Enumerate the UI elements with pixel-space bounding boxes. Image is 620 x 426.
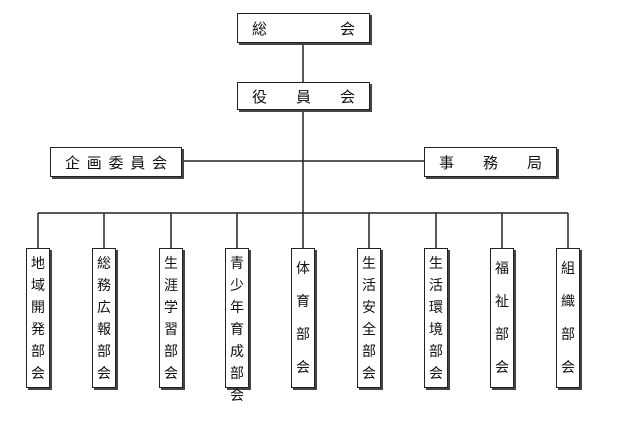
department-label-char: 発: [31, 322, 45, 338]
department-box: 総務広報部会: [92, 248, 116, 388]
department-label-char: 会: [97, 366, 111, 382]
department-label-char: 会: [31, 366, 45, 382]
department-label-char: 涯: [164, 278, 178, 294]
department-label-char: 青: [230, 256, 244, 272]
board-of-officers-label: 役員会: [238, 86, 369, 107]
department-label-char: 生: [164, 256, 178, 272]
label-char: 役: [252, 87, 268, 106]
department-label-char: 活: [429, 278, 443, 294]
department-label-char: 部: [230, 366, 244, 382]
department-label-char: 域: [31, 278, 45, 294]
department-label-char: 部: [362, 344, 376, 360]
department-label-char: 少: [230, 278, 244, 294]
department-label-char: 会: [429, 366, 443, 382]
department-label-char: 織: [561, 294, 575, 310]
department-box: 体育部会: [291, 248, 315, 388]
department-label-char: 総: [97, 256, 111, 272]
department-label-char: 生: [362, 256, 376, 272]
department-label-char: 育: [296, 294, 310, 310]
department-label-char: 広: [97, 300, 111, 316]
department-label-char: 会: [561, 360, 575, 376]
label-char: 員: [295, 87, 311, 106]
department-box: 生活環境部会: [424, 248, 448, 388]
department-box: 組織部会: [556, 248, 580, 388]
department-label-char: 学: [164, 300, 178, 316]
general-assembly-label: 総会: [238, 18, 369, 39]
department-label-char: 会: [362, 366, 376, 382]
label-char: 局: [526, 153, 542, 172]
label-char: 企: [65, 153, 81, 172]
label-char: 事: [439, 153, 455, 172]
general-assembly-box: 総会: [237, 13, 370, 43]
label-char: 員: [130, 153, 146, 172]
department-label-char: 会: [230, 388, 244, 404]
label-char: 画: [86, 153, 102, 172]
department-box: 福祉部会: [490, 248, 514, 388]
label-char: 務: [482, 153, 498, 172]
department-label-char: 体: [296, 261, 310, 277]
department-label-char: 組: [561, 261, 575, 277]
department-label-char: 務: [97, 278, 111, 294]
department-label-char: 部: [97, 344, 111, 360]
department-label-char: 全: [362, 322, 376, 338]
department-label-char: 福: [495, 261, 509, 277]
label-char: 委: [108, 153, 124, 172]
label-char: 総: [252, 19, 268, 38]
label-char: 会: [151, 153, 167, 172]
department-label-char: 年: [230, 300, 244, 316]
department-box: 生涯学習部会: [159, 248, 183, 388]
department-label-char: 部: [561, 327, 575, 343]
department-label-char: 会: [296, 360, 310, 376]
department-label-char: 部: [495, 327, 509, 343]
department-label-char: 育: [230, 322, 244, 338]
department-label-char: 会: [164, 366, 178, 382]
department-label-char: 地: [31, 256, 45, 272]
department-label-char: 環: [429, 300, 443, 316]
department-label-char: 会: [495, 360, 509, 376]
department-label-char: 部: [296, 327, 310, 343]
department-label-char: 報: [97, 322, 111, 338]
board-of-officers-box: 役員会: [237, 82, 370, 110]
department-label-char: 生: [429, 256, 443, 272]
department-label-char: 部: [31, 344, 45, 360]
department-label-char: 部: [429, 344, 443, 360]
department-label-char: 安: [362, 300, 376, 316]
department-label-char: 習: [164, 322, 178, 338]
planning-committee-box: 企画委員会: [50, 147, 182, 177]
secretariat-box: 事務局: [424, 147, 557, 177]
secretariat-label: 事務局: [425, 152, 556, 173]
department-box: 地域開発部会: [26, 248, 50, 388]
department-label-char: 成: [230, 344, 244, 360]
label-char: 会: [339, 19, 355, 38]
department-label-char: 開: [31, 300, 45, 316]
department-label-char: 境: [429, 322, 443, 338]
department-label-char: 活: [362, 278, 376, 294]
department-box: 青少年育成部会: [225, 248, 249, 404]
planning-committee-label: 企画委員会: [51, 152, 181, 173]
department-label-char: 祉: [495, 294, 509, 310]
label-char: 会: [339, 87, 355, 106]
department-box: 生活安全部会: [357, 248, 381, 388]
department-label-char: 部: [164, 344, 178, 360]
